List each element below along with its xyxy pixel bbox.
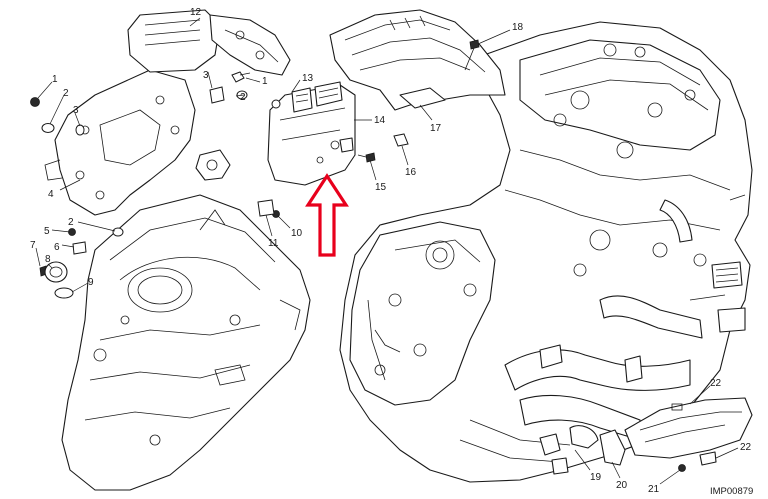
callout-16: 16 — [405, 167, 417, 178]
callout-1: 1 — [262, 76, 268, 87]
sensor-8 — [44, 261, 68, 283]
airbox-cover — [61, 194, 311, 491]
bolt-1a — [30, 97, 40, 107]
spacer-3b — [209, 86, 225, 104]
callout-4: 4 — [48, 189, 54, 200]
upper-cover-tray — [329, 9, 506, 111]
callout-19: 19 — [590, 472, 602, 483]
engine-block — [339, 21, 753, 483]
callout-17: 17 — [430, 123, 442, 134]
red-up-arrow-icon — [305, 173, 349, 257]
oring-9 — [54, 287, 74, 299]
screw-15 — [357, 152, 376, 163]
callout-6: 6 — [54, 242, 60, 253]
leader-lines — [35, 17, 739, 485]
connector-housing — [127, 9, 291, 76]
highlight-arrow — [305, 173, 349, 257]
clip-16 — [393, 133, 409, 147]
callout-2: 2 — [240, 92, 246, 103]
callout-22: 22 — [710, 378, 722, 389]
callout-3: 3 — [203, 70, 209, 81]
callout-2: 2 — [63, 88, 69, 99]
screw-18 — [464, 39, 480, 71]
callout-22: 22 — [740, 442, 752, 453]
callout-15: 15 — [375, 182, 387, 193]
callout-9: 9 — [88, 277, 94, 288]
callout-21: 21 — [648, 484, 660, 495]
callout-7: 7 — [30, 240, 36, 251]
bolt-1b — [231, 71, 251, 83]
callout-13: 13 — [302, 73, 314, 84]
callout-10: 10 — [291, 228, 303, 239]
callout-2: 2 — [68, 217, 74, 228]
callout-3: 3 — [73, 105, 79, 116]
callout-5: 5 — [44, 226, 50, 237]
callout-20: 20 — [616, 480, 628, 491]
spacer-3a — [75, 124, 85, 136]
ecu-mounting-bracket — [44, 69, 196, 216]
sensor-block — [195, 149, 231, 181]
callout-1: 1 — [52, 74, 58, 85]
callout-8: 8 — [45, 254, 51, 265]
sensor-19 — [539, 425, 599, 475]
screw-21 — [678, 464, 686, 472]
heat-shield-22 — [624, 397, 753, 466]
callout-14: 14 — [374, 115, 386, 126]
bracket-20 — [599, 429, 626, 466]
clamp-11 — [257, 199, 275, 217]
callout-12: 12 — [190, 7, 202, 18]
callout-18: 18 — [512, 22, 524, 33]
grommet-2c — [112, 227, 124, 237]
reference-code: IMP00879 — [710, 486, 753, 497]
grommet-13 — [271, 99, 281, 109]
engine-control-unit — [267, 81, 356, 186]
callout-11: 11 — [268, 238, 279, 249]
grommet-2a — [41, 123, 55, 133]
callout-numbers: 1 2 3 12 3 1 2 13 14 15 16 17 18 4 2 5 6… — [30, 7, 752, 495]
clip-6 — [72, 241, 87, 255]
